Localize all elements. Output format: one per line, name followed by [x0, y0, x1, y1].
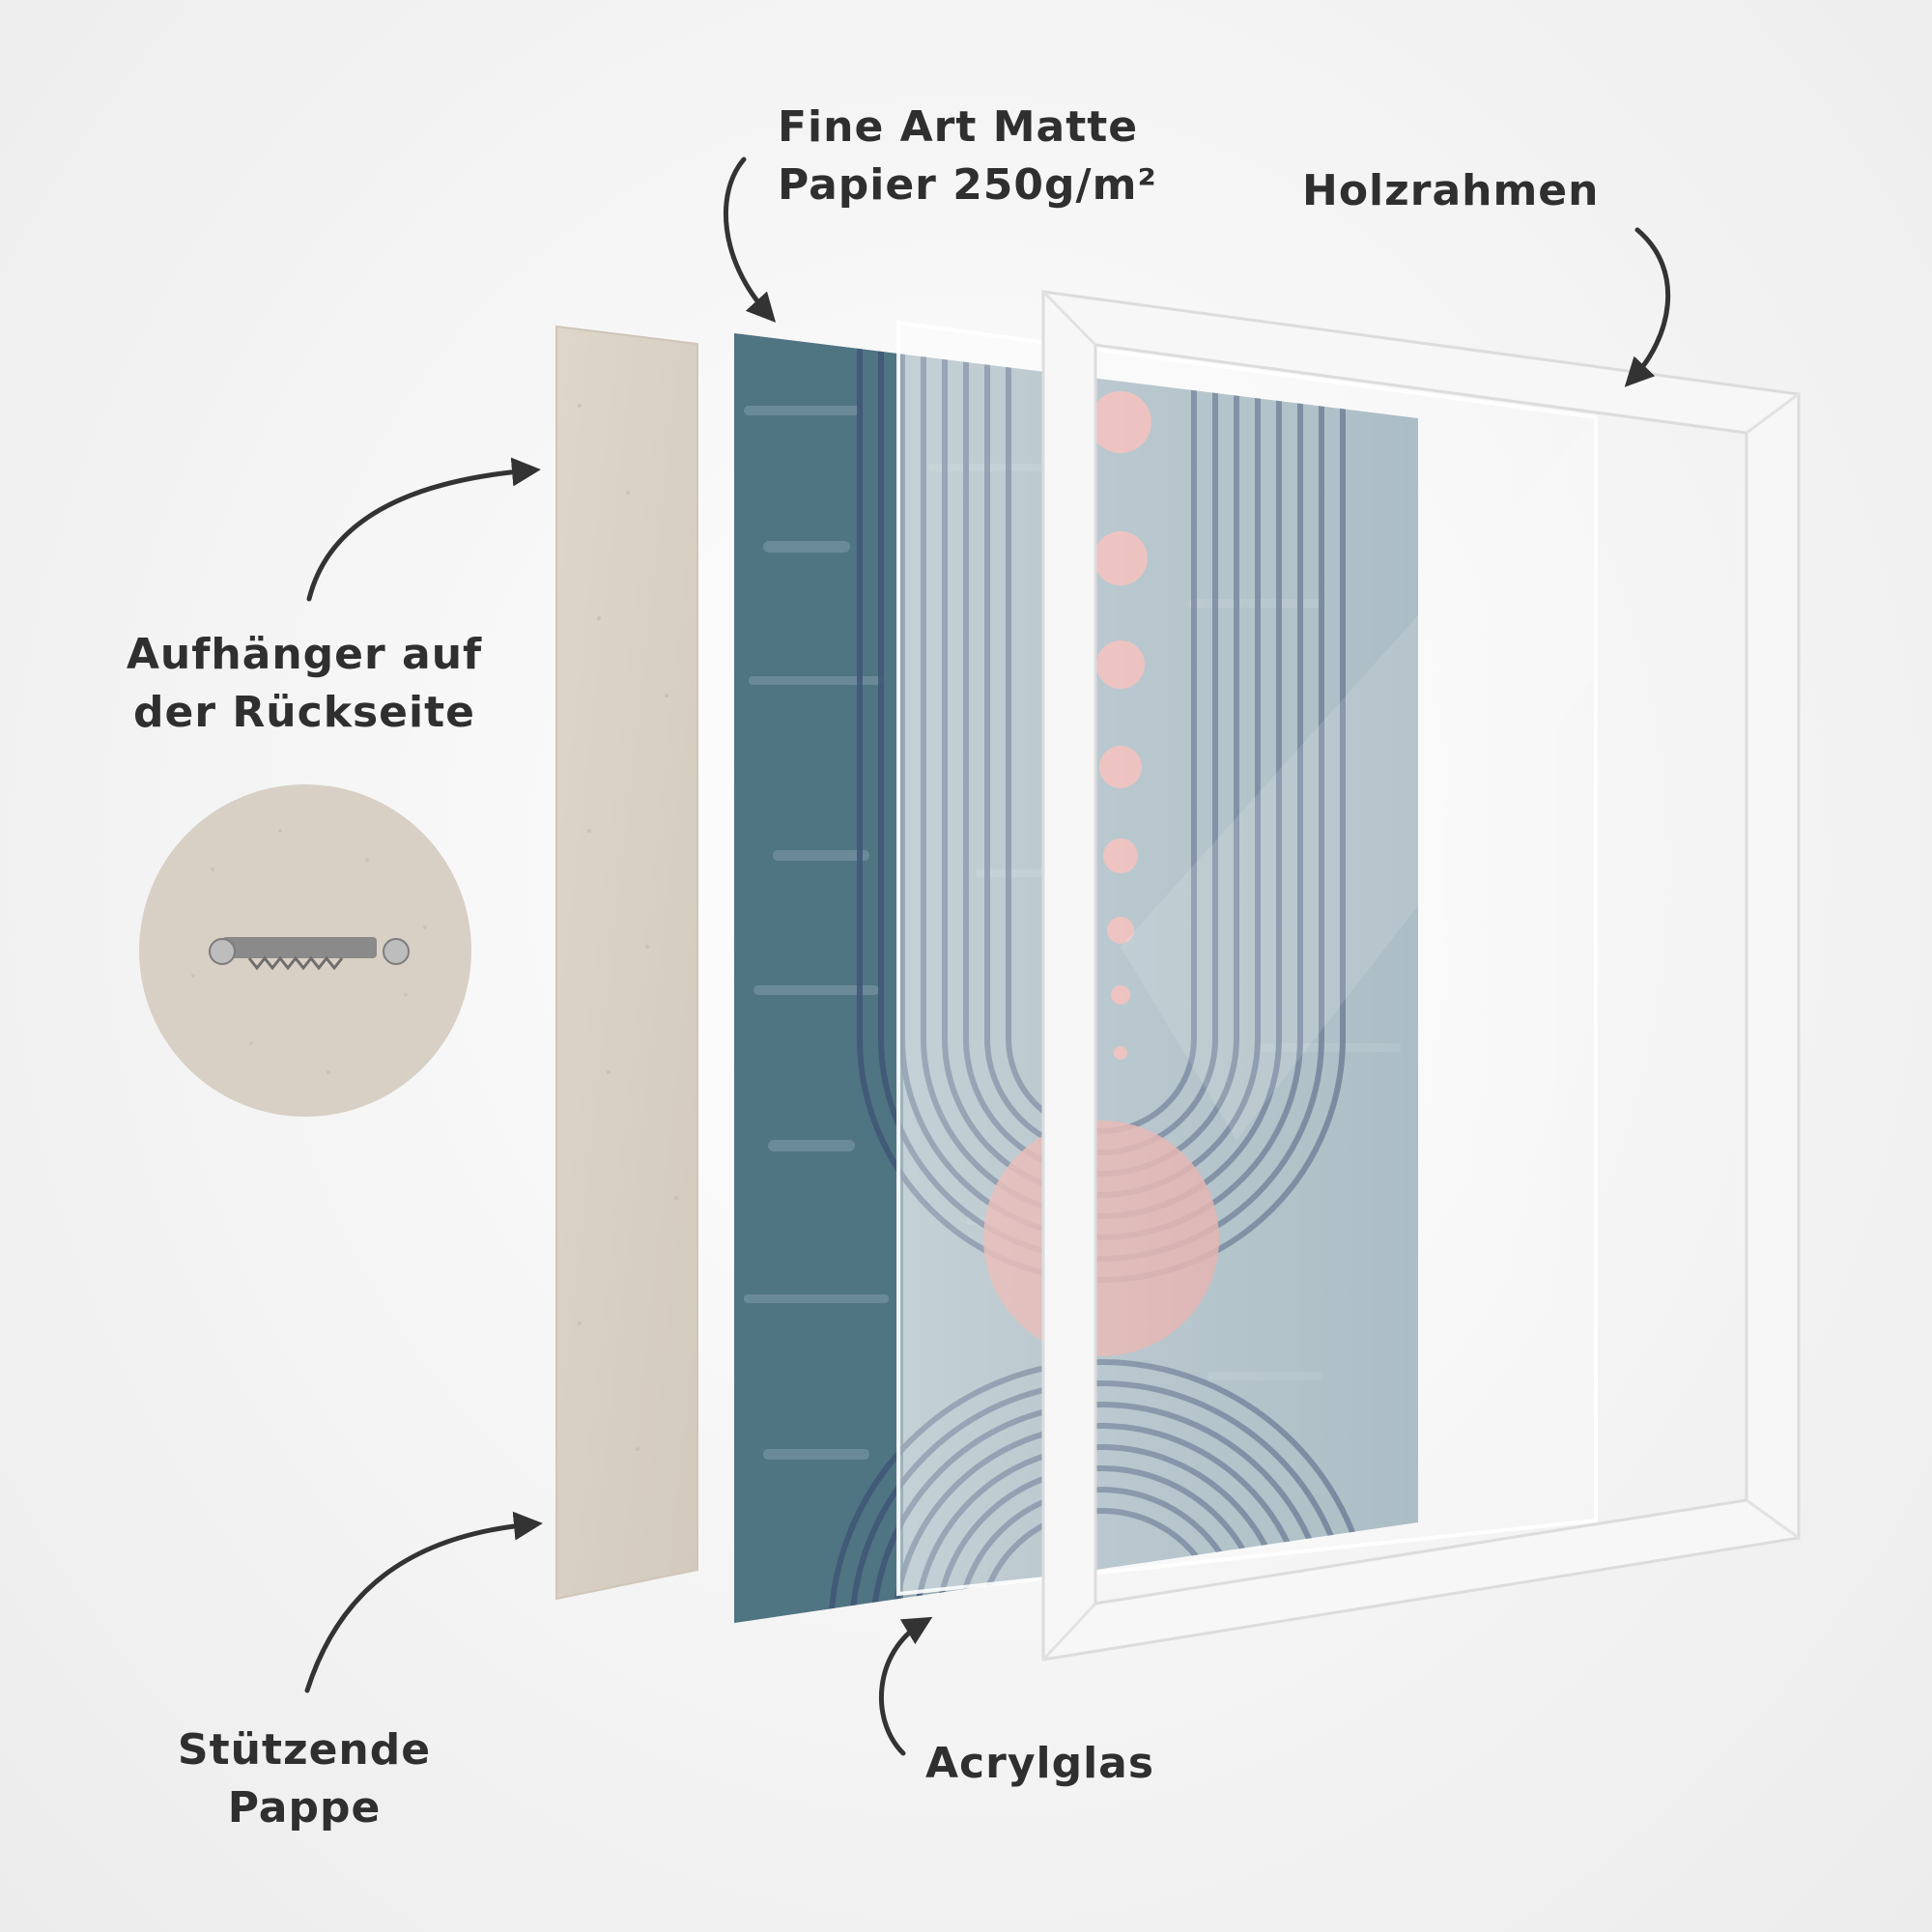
paper-label: Fine Art Matte Papier 250g/m² — [778, 99, 1157, 214]
acrylic-label: Acrylglas — [925, 1735, 1154, 1793]
hanger-arrow-icon — [306, 457, 541, 602]
hanger-detail-circle — [139, 784, 471, 1117]
acrylic-arrow-icon — [878, 1616, 933, 1756]
frame-label: Holzrahmen — [1302, 162, 1599, 220]
paper-label-line2: Papier 250g/m² — [778, 160, 1157, 210]
cardboard-label: Stützende Pappe — [145, 1721, 464, 1837]
paper-label-line1: Fine Art Matte — [778, 102, 1139, 152]
acrylic-glass-layer — [896, 320, 1598, 1597]
hanger-label-line1: Aufhänger auf — [126, 630, 483, 679]
sawtooth-hanger-icon — [209, 937, 410, 971]
acrylic-label-text: Acrylglas — [925, 1739, 1155, 1788]
cardboard-layer — [555, 325, 698, 1601]
hanger-label: Aufhänger auf der Rückseite — [87, 626, 522, 742]
frame-arrow-icon — [1624, 227, 1671, 387]
paper-arrow-icon — [724, 156, 777, 323]
cardboard-arrow-icon — [304, 1511, 543, 1693]
cardboard-label-line1: Stützende — [177, 1725, 432, 1775]
hanger-label-line2: der Rückseite — [133, 688, 475, 737]
wooden-frame-layer — [1041, 290, 1801, 1662]
cardboard-label-line2: Pappe — [227, 1783, 382, 1833]
frame-label-text: Holzrahmen — [1302, 166, 1600, 215]
